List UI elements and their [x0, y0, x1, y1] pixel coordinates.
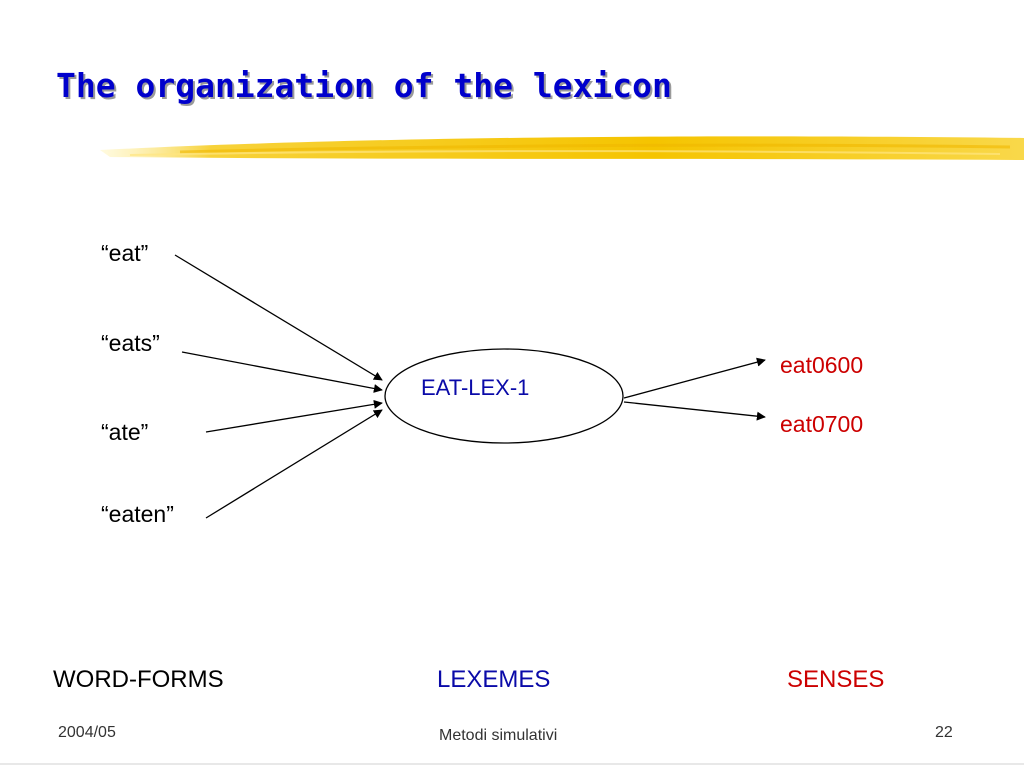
- slide-title: The organization of the lexicon: [56, 66, 672, 105]
- footer-page-number: 22: [935, 724, 953, 741]
- footer-date: 2004/05: [58, 724, 116, 741]
- word-form-eat: “eat”: [101, 240, 149, 266]
- sense-label-1: eat0600: [780, 352, 864, 378]
- column-header-word-forms: WORD-FORMS: [53, 666, 224, 693]
- column-header-senses: SENSES: [787, 666, 885, 693]
- column-header-lexemes: LEXEMES: [437, 666, 551, 693]
- footer-course-name: Metodi simulativi: [439, 727, 558, 744]
- arrow-eaten: [205, 409, 383, 519]
- lexeme-label: EAT-LEX-1: [421, 375, 530, 400]
- arrow-sense-1: [623, 357, 766, 399]
- arrow-sense-2: [623, 401, 766, 421]
- arrow-ate: [205, 399, 383, 433]
- word-form-ate: “ate”: [101, 419, 149, 445]
- lexeme-node: [384, 348, 624, 444]
- word-form-eats: “eats”: [101, 330, 160, 356]
- sense-label-2: eat0700: [780, 411, 864, 437]
- arrow-eats: [181, 351, 383, 393]
- word-form-eaten: “eaten”: [101, 501, 174, 527]
- arrow-eat: [174, 254, 383, 381]
- title-underline-highlight: [100, 136, 1024, 160]
